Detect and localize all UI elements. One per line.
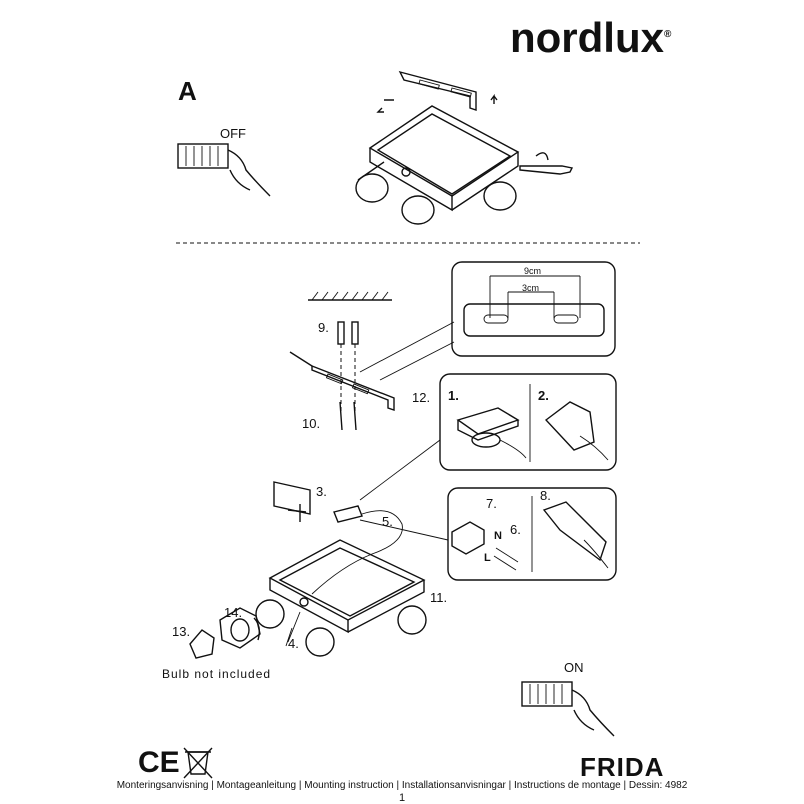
brand-name: nordlux: [510, 14, 664, 61]
step-3: 3.: [316, 484, 327, 499]
page-number: 1: [398, 792, 406, 804]
footer-languages: Monteringsanvisning | Montageanleitung |…: [116, 780, 688, 791]
fuse-box-off-illustration: [177, 143, 271, 197]
wire-live-label: L: [484, 552, 491, 564]
ce-mark: CE: [138, 746, 180, 779]
step-14: 14.: [224, 605, 243, 620]
wiring-detail-callout: [359, 487, 617, 581]
step-12: 12.: [412, 390, 431, 405]
terminal-detail-callout: [359, 373, 617, 501]
step-11: 11.: [430, 590, 448, 605]
fixture-removal-illustration: [355, 70, 574, 225]
step-2: 2.: [538, 388, 549, 403]
bulb-not-included-note: Bulb not included: [162, 667, 272, 681]
dimension-inner: 3cm: [522, 283, 540, 293]
section-a-label: A: [178, 76, 197, 106]
bulb-illustration: [189, 607, 261, 659]
dimension-outer: 9cm: [524, 266, 542, 276]
step-9: 9.: [318, 320, 329, 335]
step-5: 5.: [382, 514, 393, 529]
registered-mark: ®: [664, 29, 672, 40]
weee-bin-icon: [183, 747, 213, 779]
wire-neutral-label: N: [494, 530, 502, 542]
mounting-bracket-illustration: [289, 351, 395, 411]
ceiling-illustration: [308, 291, 392, 431]
fixture-illustration: [255, 539, 427, 657]
fuse-box-on-illustration: [521, 681, 615, 737]
step-10: 10.: [302, 416, 321, 431]
step-1: 1.: [448, 388, 459, 403]
junction-box-illustration: [273, 481, 403, 595]
product-name: FRIDA: [580, 752, 665, 782]
step-8: 8.: [540, 488, 551, 503]
step-6: 6.: [510, 522, 521, 537]
step-7: 7.: [486, 496, 497, 511]
step-4: 4.: [288, 636, 299, 651]
step-13: 13.: [172, 624, 191, 639]
bracket-detail-callout: [359, 261, 616, 381]
switch-on-label: ON: [564, 660, 584, 675]
switch-off-label: OFF: [220, 126, 246, 141]
brand-logo: nordlux®: [510, 14, 671, 62]
